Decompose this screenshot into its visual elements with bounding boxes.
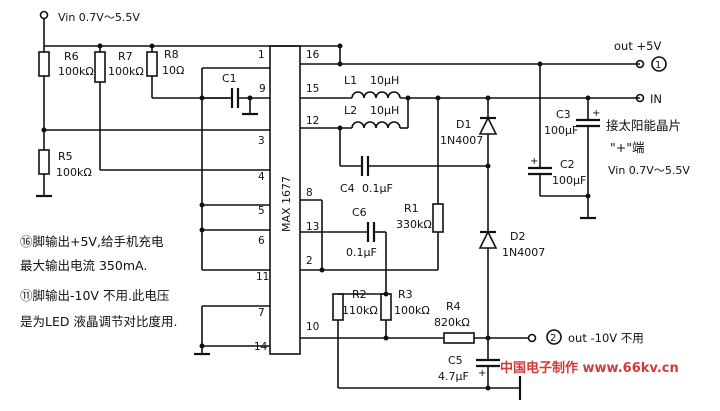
vin-label: Vin 0.7V～5.5V (58, 11, 140, 24)
r6-value: 100kΩ (58, 65, 94, 78)
c5-name: C5 (448, 354, 463, 367)
svg-text:+: + (592, 108, 600, 119)
l1-value: 10μH (370, 74, 399, 87)
r2-value: 110kΩ (342, 304, 378, 317)
r8-value: 10Ω (162, 64, 184, 77)
vin-terminal (39, 10, 49, 20)
out-minus-num: 2 (550, 333, 556, 344)
out-plus-num: 1 (655, 60, 661, 71)
d1-name: D1 (456, 118, 471, 131)
note-line2: 最大输出电流 350mA. (20, 258, 147, 273)
watermark: 中国电子制作 www.66kv.cn (500, 360, 679, 376)
pin-10: 10 (306, 321, 319, 333)
r7-name: R7 (118, 50, 133, 63)
r3-resistor (380, 293, 392, 321)
pin-1: 1 (258, 49, 265, 61)
c6-value: 0.1μF (346, 246, 377, 259)
r1-name: R1 (404, 202, 419, 215)
pin-14: 14 (254, 341, 268, 353)
d1-part: 1N4007 (440, 134, 483, 147)
in-label: IN (650, 92, 662, 106)
c1-name: C1 (222, 72, 237, 85)
r4-value: 820kΩ (434, 316, 470, 329)
solar-line1: 接太阳能晶片 (606, 118, 681, 133)
out-minus-terminal (527, 333, 537, 343)
note-line1: ⑯脚输出+5V,给手机充电 (20, 234, 164, 249)
c2-value: 100μF (552, 174, 586, 187)
c4-name: C4 (340, 182, 355, 195)
c4-value: 0.1μF (362, 182, 393, 195)
c3-name: C3 (556, 108, 571, 121)
r8-name: R8 (164, 48, 179, 61)
pin-9: 9 (259, 83, 266, 95)
d1-diode (478, 116, 498, 135)
solar-line2: "+"端 (610, 140, 644, 155)
pin-4: 4 (258, 171, 265, 183)
r1-resistor (432, 203, 444, 233)
out-plus-label: out +5V (614, 39, 661, 53)
pin-6: 6 (258, 235, 265, 247)
pin-13: 13 (306, 221, 319, 233)
r1-value: 330kΩ (396, 218, 432, 231)
c5-value: 4.7μF (438, 370, 469, 383)
pin-5: 5 (258, 205, 265, 217)
out-minus-label: out -10V 不用 (568, 331, 644, 345)
r4-resistor (443, 332, 475, 344)
note-line4: 是为LED 液晶调节对比度用. (20, 314, 177, 329)
out-plus-terminal (635, 59, 645, 69)
pin-16: 16 (306, 49, 320, 61)
pin-3: 3 (258, 135, 265, 147)
solar-line3: Vin 0.7V～5.5V (608, 164, 690, 177)
l2-value: 10μH (370, 104, 399, 117)
r2-name: R2 (352, 288, 367, 301)
l2-inductor (351, 121, 401, 129)
ic-name: MAX 1677 (280, 176, 293, 232)
l1-inductor (351, 91, 401, 99)
d2-name: D2 (510, 230, 525, 243)
pin-12: 12 (306, 115, 319, 127)
c2-name: C2 (560, 158, 575, 171)
r5-name: R5 (58, 150, 73, 163)
r7-resistor (94, 51, 106, 83)
r3-value: 100kΩ (394, 304, 430, 317)
pin-2: 2 (306, 255, 313, 267)
pin-11: 11 (256, 271, 269, 283)
d2-part: 1N4007 (502, 246, 545, 259)
r5-resistor (38, 149, 50, 175)
svg-text:+: + (530, 156, 538, 167)
note-line3: ⑪脚输出-10V 不用.此电压 (20, 288, 169, 303)
l2-name: L2 (344, 104, 357, 117)
r5-value: 100kΩ (56, 166, 92, 179)
c3-value: 100μF (544, 124, 578, 137)
pin-7: 7 (258, 307, 265, 319)
svg-text:+: + (478, 368, 486, 379)
r8-resistor (146, 51, 158, 77)
r6-name: R6 (64, 50, 79, 63)
l1-name: L1 (344, 74, 357, 87)
r4-name: R4 (446, 300, 461, 313)
d2-diode (478, 230, 498, 249)
c6-name: C6 (352, 206, 367, 219)
in-terminal (635, 93, 645, 103)
r7-value: 100kΩ (108, 65, 144, 78)
r6-resistor (38, 51, 50, 77)
pin-15: 15 (306, 83, 319, 95)
r3-name: R3 (398, 288, 413, 301)
pin-8: 8 (306, 187, 313, 199)
